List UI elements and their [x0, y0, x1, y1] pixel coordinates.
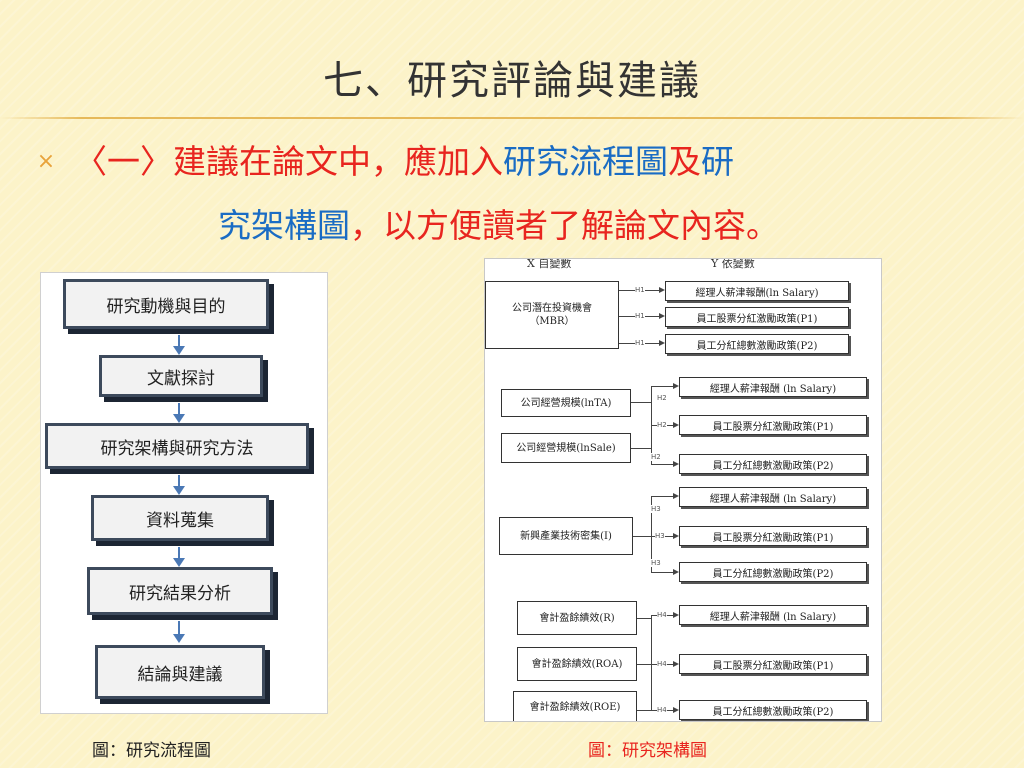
hypothesis-label: H1 — [635, 286, 645, 294]
arrow-head — [659, 340, 665, 346]
slide-title: 七、研究評論與建議 — [323, 58, 701, 104]
text-segment: 究架構圖 — [218, 206, 350, 245]
arrow-head — [673, 533, 679, 539]
y-variable-box: 經理人薪津報酬 (ln Salary) — [679, 605, 867, 625]
y-variable-header: Y 依變數 — [711, 258, 755, 270]
flow-step: 資料蒐集 — [91, 495, 269, 541]
arrow-head — [673, 383, 679, 389]
title-divider — [0, 117, 1024, 119]
flow-arrow — [173, 547, 185, 567]
arrow-head — [673, 661, 679, 667]
hypothesis-label: H2 — [657, 394, 667, 402]
connector — [651, 386, 677, 387]
hypothesis-label: H2 — [651, 453, 661, 461]
framework-caption: 圖：研究架構圖 — [588, 741, 707, 761]
y-variable-box: 員工股票分紅激勵政策(P1) — [665, 307, 849, 327]
y-variable-box: 員工分紅總數激勵政策(P2) — [679, 562, 867, 582]
arrow-head — [659, 313, 665, 319]
x-variable-box: 新興產業技術密集(I) — [499, 517, 633, 555]
flow-step: 文獻探討 — [99, 355, 263, 397]
y-variable-box: 員工分紅總數激勵政策(P2) — [679, 454, 867, 474]
x-variable-box: 公司潛在投資機會 （MBR） — [485, 281, 619, 349]
x-variable-box: 會計盈餘績效(ROA) — [517, 647, 637, 681]
connector — [651, 572, 677, 573]
connector — [637, 710, 651, 711]
arrow-head — [673, 422, 679, 428]
y-variable-box: 經理人薪津報酬(ln Salary) — [665, 281, 849, 301]
arrow-head — [673, 493, 679, 499]
y-variable-box: 經理人薪津報酬 (ln Salary) — [679, 487, 867, 507]
connector — [651, 615, 652, 711]
connector — [631, 402, 651, 403]
connector — [651, 496, 677, 497]
y-variable-box: 員工分紅總數激勵政策(P2) — [679, 700, 867, 720]
close-x-bullet-icon: × — [36, 149, 56, 174]
x-variable-box: 會計盈餘績效(ROE) — [513, 691, 637, 721]
text-segment: 研究流程圖 — [503, 142, 668, 181]
x-variable-box: 會計盈餘績效(R) — [517, 601, 637, 635]
arrow-head — [673, 461, 679, 467]
connector — [633, 536, 651, 537]
connector — [651, 496, 652, 572]
flow-arrow — [173, 335, 185, 355]
arrow-head — [673, 707, 679, 713]
flowchart-caption: 圖：研究流程圖 — [92, 741, 211, 761]
flow-arrow — [173, 403, 185, 423]
connector — [637, 618, 651, 619]
connector — [637, 664, 651, 665]
x-variable-box: 公司經營規模(lnTA) — [501, 389, 631, 417]
text-segment: ，以方便讀者了解論文內容。 — [350, 206, 779, 245]
hypothesis-label: H4 — [657, 660, 667, 668]
hypothesis-label: H1 — [635, 339, 645, 347]
connector — [651, 464, 677, 465]
y-variable-box: 員工股票分紅激勵政策(P1) — [679, 526, 867, 546]
flow-arrow — [173, 621, 185, 643]
hypothesis-label: H3 — [651, 559, 661, 567]
y-variable-box: 員工股票分紅激勵政策(P1) — [679, 415, 867, 435]
flow-step: 研究動機與目的 — [63, 279, 269, 329]
hypothesis-label: H3 — [655, 532, 665, 540]
arrow-head — [659, 287, 665, 293]
arrow-head — [673, 569, 679, 575]
research-flowchart: 研究動機與目的 文獻探討 研究架構與研究方法 資料蒐集 研究結果分析 結論與建議 — [40, 272, 328, 714]
flow-step: 研究架構與研究方法 — [45, 423, 309, 469]
arrow-head — [673, 612, 679, 618]
hypothesis-label: H1 — [635, 312, 645, 320]
hypothesis-label: H4 — [657, 611, 667, 619]
bullet-text-line-2: 究架構圖，以方便讀者了解論文內容。 — [218, 204, 1018, 248]
flow-step: 研究結果分析 — [87, 567, 273, 615]
y-variable-box: 員工股票分紅激勵政策(P1) — [679, 654, 867, 674]
research-framework-diagram: X 自變數 Y 依變數 公司潛在投資機會 （MBR） H1 H1 H1 經理人薪… — [484, 258, 882, 722]
y-variable-box: 經理人薪津報酬 (ln Salary) — [679, 377, 867, 397]
bullet-text-line-1: 〈一〉建議在論文中，應加入研究流程圖及研 — [74, 140, 1014, 184]
x-variable-header: X 自變數 — [527, 258, 572, 270]
hypothesis-label: H3 — [651, 505, 661, 513]
flow-step: 結論與建議 — [95, 645, 265, 699]
text-segment: 〈一〉建議在論文中，應加入 — [74, 142, 503, 181]
hypothesis-label: H4 — [657, 706, 667, 714]
y-variable-box: 員工分紅總數激勵政策(P2) — [665, 334, 849, 354]
flow-arrow — [173, 475, 185, 495]
text-segment: 研 — [701, 142, 734, 181]
hypothesis-label: H2 — [657, 421, 667, 429]
text-segment: 及 — [668, 142, 701, 181]
x-variable-box: 公司經營規模(lnSale) — [501, 433, 631, 463]
connector — [631, 448, 651, 449]
